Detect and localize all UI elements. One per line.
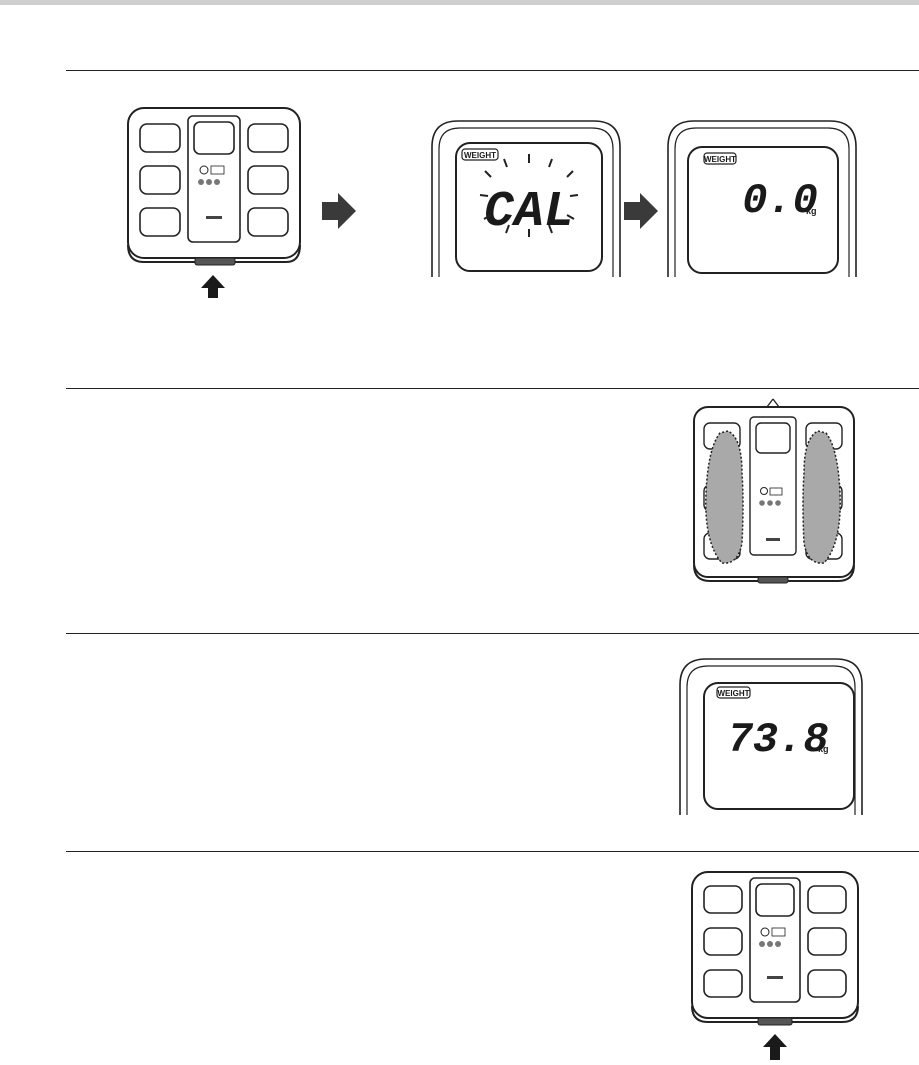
lcd-zero-display: WEIGHT 0.0 kg (664, 117, 860, 277)
right-arrow-icon (322, 193, 356, 229)
right-arrow-icon (624, 193, 658, 229)
scale-top-view-step1 (120, 100, 310, 315)
lcd-reading: 0.0 (742, 177, 818, 225)
mode-label: WEIGHT (704, 155, 736, 164)
scale-feet-position (688, 393, 858, 588)
left-foot-icon (706, 431, 743, 563)
section-divider-3 (66, 633, 919, 634)
lcd-reading: 73.8 (728, 716, 829, 764)
mode-label: WEIGHT (464, 151, 496, 160)
unit-label: kg (806, 206, 817, 216)
section-divider-1 (66, 70, 919, 71)
lcd-calibrating-display: WEIGHT CAL (428, 117, 624, 277)
up-arrow-icon (201, 275, 225, 298)
lcd-measured-display: WEIGHT 73.8 kg (676, 655, 866, 815)
section-divider-2 (66, 388, 919, 389)
top-bar (0, 0, 919, 5)
right-foot-icon (803, 431, 840, 563)
section-divider-4 (66, 851, 919, 852)
unit-label: kg (818, 744, 829, 754)
up-arrow-icon (763, 1034, 787, 1060)
mode-label: WEIGHT (718, 689, 750, 698)
scale-top-view-step4 (688, 866, 868, 1062)
